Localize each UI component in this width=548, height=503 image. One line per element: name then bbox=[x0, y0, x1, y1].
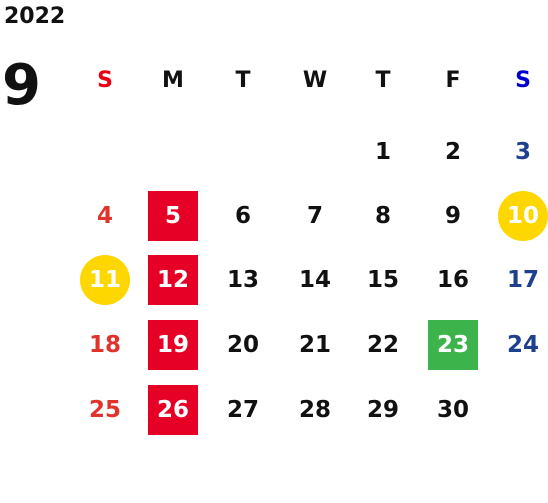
day-cell[interactable]: 5 bbox=[148, 191, 198, 241]
day-cell[interactable]: 14 bbox=[298, 267, 331, 293]
day-cell[interactable]: 15 bbox=[366, 267, 399, 293]
day-cell[interactable]: 2 bbox=[444, 139, 461, 165]
weekday-label: S bbox=[97, 68, 113, 93]
day-cell[interactable]: 6 bbox=[234, 203, 251, 229]
day-cell[interactable]: 17 bbox=[506, 267, 539, 293]
day-cell[interactable]: 7 bbox=[306, 203, 323, 229]
day-cell[interactable]: 29 bbox=[366, 397, 399, 423]
day-cell[interactable]: 25 bbox=[88, 397, 121, 423]
day-cell[interactable]: 4 bbox=[96, 203, 113, 229]
day-cell[interactable]: 9 bbox=[444, 203, 461, 229]
day-cell[interactable]: 13 bbox=[226, 267, 259, 293]
day-cell[interactable]: 3 bbox=[514, 139, 531, 165]
day-cell[interactable]: 26 bbox=[148, 385, 198, 435]
year-label: 2022 bbox=[4, 4, 66, 29]
weekday-label: S bbox=[515, 68, 531, 93]
day-cell[interactable]: 23 bbox=[428, 320, 478, 370]
day-cell[interactable]: 10 bbox=[498, 191, 548, 241]
day-cell[interactable]: 20 bbox=[226, 332, 259, 358]
day-cell[interactable]: 22 bbox=[366, 332, 399, 358]
weekday-label: M bbox=[162, 68, 184, 93]
day-cell[interactable]: 1 bbox=[374, 139, 391, 165]
day-cell[interactable]: 28 bbox=[298, 397, 331, 423]
day-cell[interactable]: 8 bbox=[374, 203, 391, 229]
day-cell[interactable]: 16 bbox=[436, 267, 469, 293]
day-cell[interactable]: 12 bbox=[148, 255, 198, 305]
weekday-label: F bbox=[445, 68, 461, 93]
day-cell[interactable]: 27 bbox=[226, 397, 259, 423]
month-number: 9 bbox=[2, 53, 41, 118]
weekday-label: W bbox=[302, 68, 328, 93]
day-cell[interactable]: 19 bbox=[148, 320, 198, 370]
day-cell[interactable]: 21 bbox=[298, 332, 331, 358]
day-cell[interactable]: 18 bbox=[88, 332, 121, 358]
day-cell[interactable]: 24 bbox=[506, 332, 539, 358]
weekday-label: T bbox=[235, 68, 251, 93]
day-cell[interactable]: 30 bbox=[436, 397, 469, 423]
day-cell[interactable]: 11 bbox=[80, 255, 130, 305]
weekday-label: T bbox=[375, 68, 391, 93]
